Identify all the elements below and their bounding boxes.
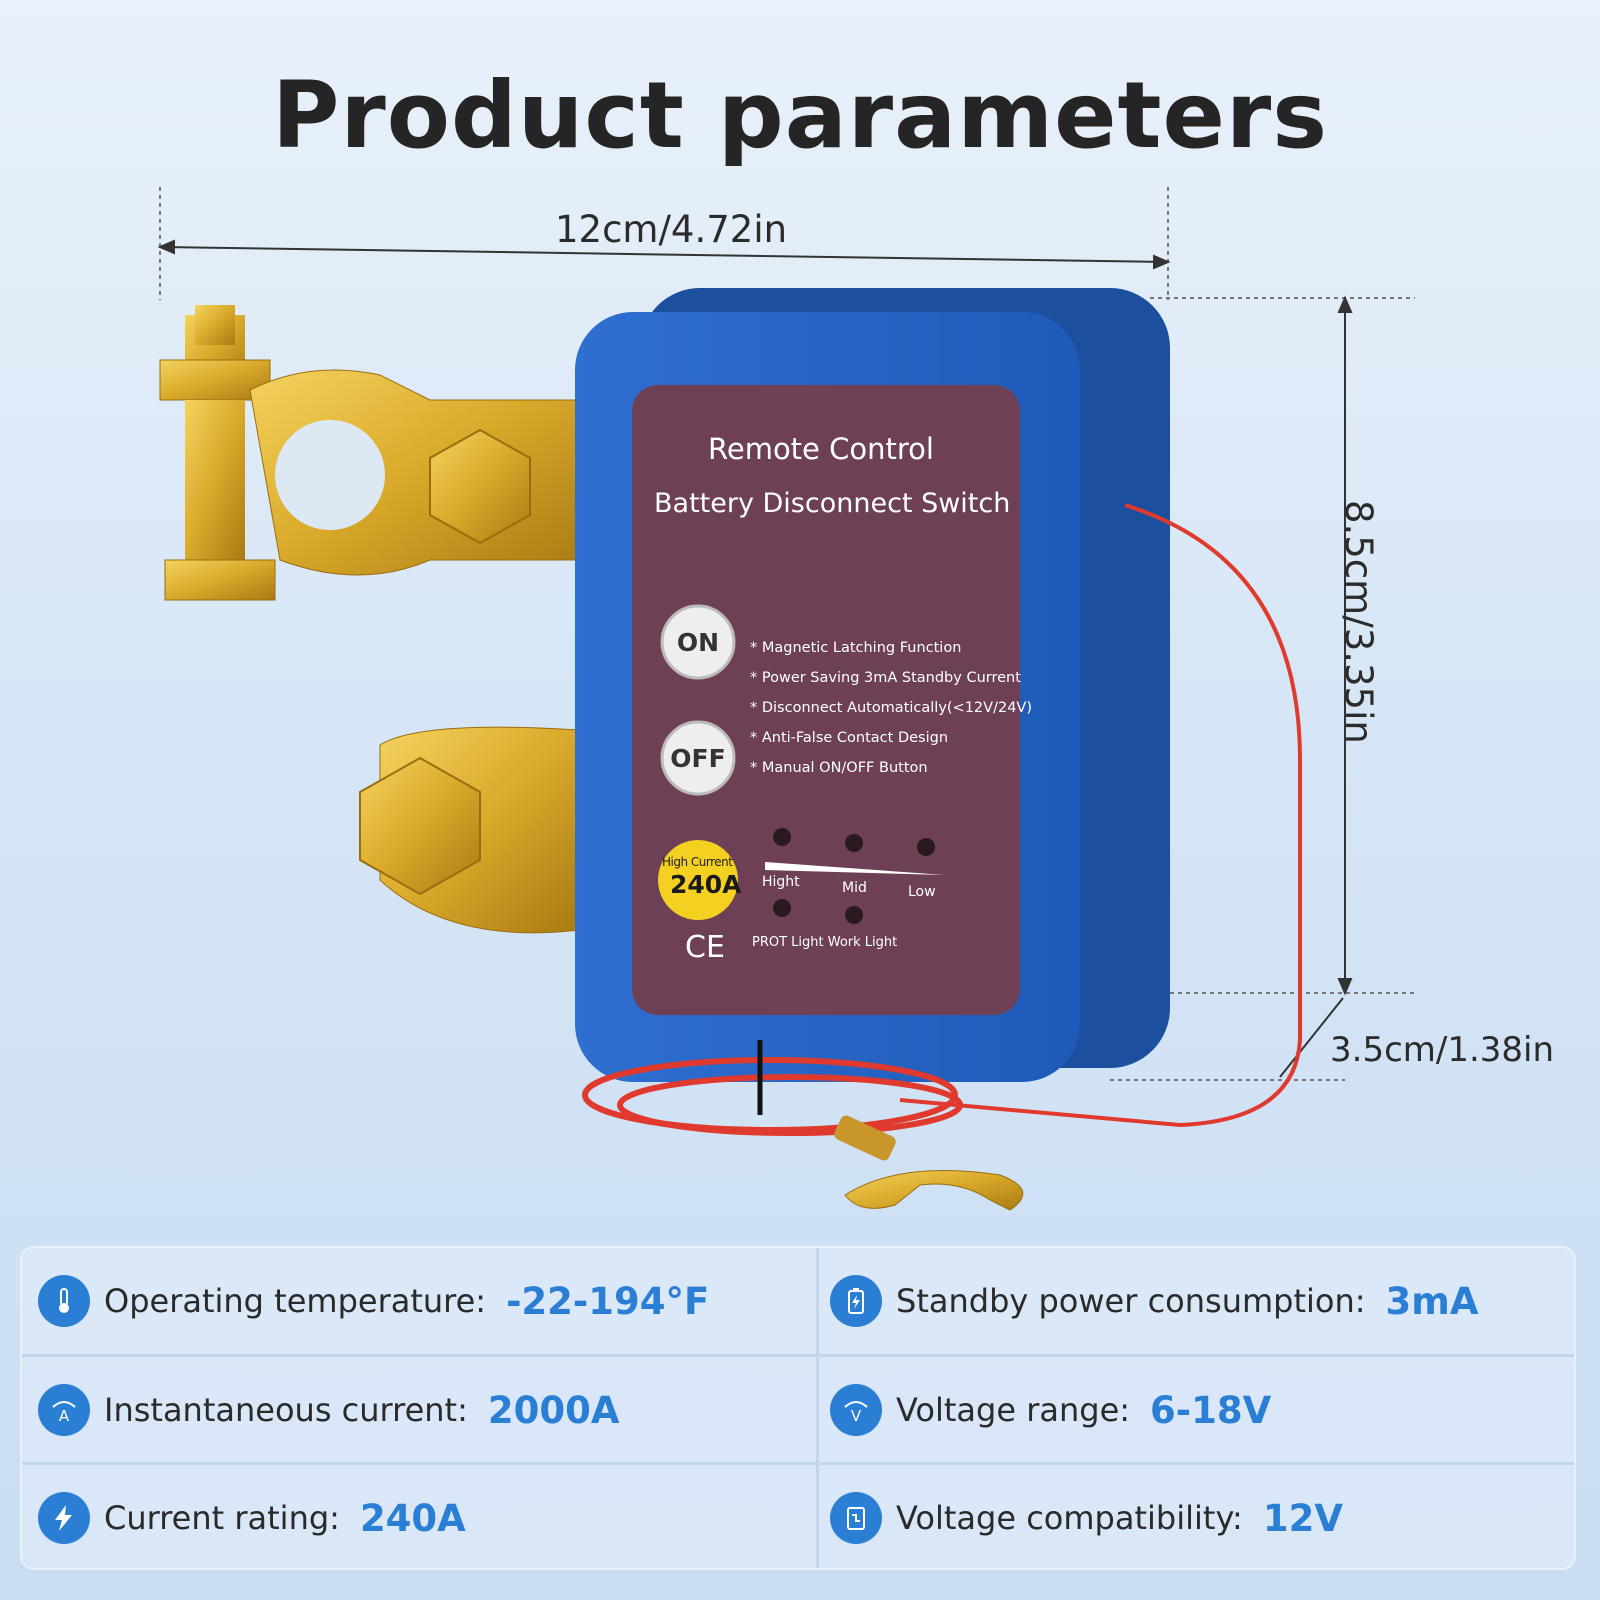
battery-terminal-clamp xyxy=(159,305,581,934)
control-wire xyxy=(582,503,1302,1136)
led-label-high: Hight xyxy=(762,874,800,890)
led-label-low: Low xyxy=(908,884,936,900)
spec-value: 2000A xyxy=(487,1388,620,1432)
led-label-mid: Mid xyxy=(842,880,867,896)
feature-item: * Anti-False Contact Design xyxy=(750,730,949,746)
spec-cell-operating-temperature: Operating temperature: -22-194°F xyxy=(38,1248,709,1354)
plug-icon xyxy=(830,1492,882,1544)
spec-value: -22-194°F xyxy=(506,1279,710,1323)
light-labels: PROT Light Work Light xyxy=(752,935,898,950)
dimension-lines xyxy=(157,187,1415,1081)
on-button-label[interactable]: ON xyxy=(676,628,720,657)
spec-cell-current-rating: Current rating: 240A xyxy=(38,1465,466,1568)
spec-value: 6-18V xyxy=(1150,1388,1272,1432)
height-dimension-label: 8.5cm/3.35in xyxy=(1337,500,1380,744)
spec-row: Current rating: 240A Voltage compatibili… xyxy=(22,1462,1574,1568)
device-title-line1: Remote Control xyxy=(708,432,934,466)
off-button-label[interactable]: OFF xyxy=(670,744,726,773)
spec-row: A Instantaneous current: 2000A V Voltage… xyxy=(22,1354,1574,1463)
depth-dimension-label: 3.5cm/1.38in xyxy=(1330,1030,1555,1070)
on-button-shape[interactable] xyxy=(660,604,736,680)
feature-item: * Magnetic Latching Function xyxy=(750,640,962,656)
current-meter-icon: A xyxy=(38,1384,90,1436)
feature-item: * Manual ON/OFF Button xyxy=(750,760,928,776)
spec-cell-voltage-compatibility: Voltage compatibility: 12V xyxy=(830,1465,1343,1568)
thermometer-icon xyxy=(38,1275,90,1327)
spec-value: 240A xyxy=(359,1496,466,1540)
spec-cell-voltage-range: V Voltage range: 6-18V xyxy=(830,1357,1271,1463)
spec-table: Operating temperature: -22-194°F Standby… xyxy=(20,1246,1576,1570)
feature-item: * Disconnect Automatically(<12V/24V) xyxy=(750,700,1032,716)
indicator-leds xyxy=(773,828,935,924)
spec-label: Voltage compatibility: xyxy=(896,1499,1243,1537)
battery-icon xyxy=(830,1275,882,1327)
switch-housing xyxy=(575,288,1170,1082)
off-button-shape[interactable] xyxy=(660,720,736,796)
voltage-meter-icon: V xyxy=(830,1384,882,1436)
spec-cell-standby-power: Standby power consumption: 3mA xyxy=(830,1248,1478,1354)
svg-text:A: A xyxy=(59,1407,70,1425)
lightning-icon xyxy=(38,1492,90,1544)
spec-value: 12V xyxy=(1262,1496,1343,1540)
width-dimension-label: 12cm/4.72in xyxy=(555,208,788,251)
spec-label: Instantaneous current: xyxy=(104,1391,468,1429)
page-title: Product parameters xyxy=(271,62,1329,169)
spec-label: Voltage range: xyxy=(896,1391,1131,1429)
spec-label: Operating temperature: xyxy=(104,1282,487,1320)
device-title-line2: Battery Disconnect Switch xyxy=(654,488,1011,519)
column-divider xyxy=(816,1248,819,1568)
svg-text:V: V xyxy=(851,1407,862,1425)
spec-row: Operating temperature: -22-194°F Standby… xyxy=(22,1248,1574,1354)
badge-high-current: High Current xyxy=(662,855,733,869)
spec-label: Standby power consumption: xyxy=(896,1282,1366,1320)
spec-value: 3mA xyxy=(1385,1279,1479,1323)
ce-mark: CE xyxy=(685,930,725,965)
spec-label: Current rating: xyxy=(104,1499,340,1537)
badge-240a: 240A xyxy=(670,870,742,899)
feature-item: * Power Saving 3mA Standby Current xyxy=(750,670,1021,686)
spec-cell-instantaneous-current: A Instantaneous current: 2000A xyxy=(38,1357,620,1463)
ring-terminal xyxy=(834,1115,1024,1211)
